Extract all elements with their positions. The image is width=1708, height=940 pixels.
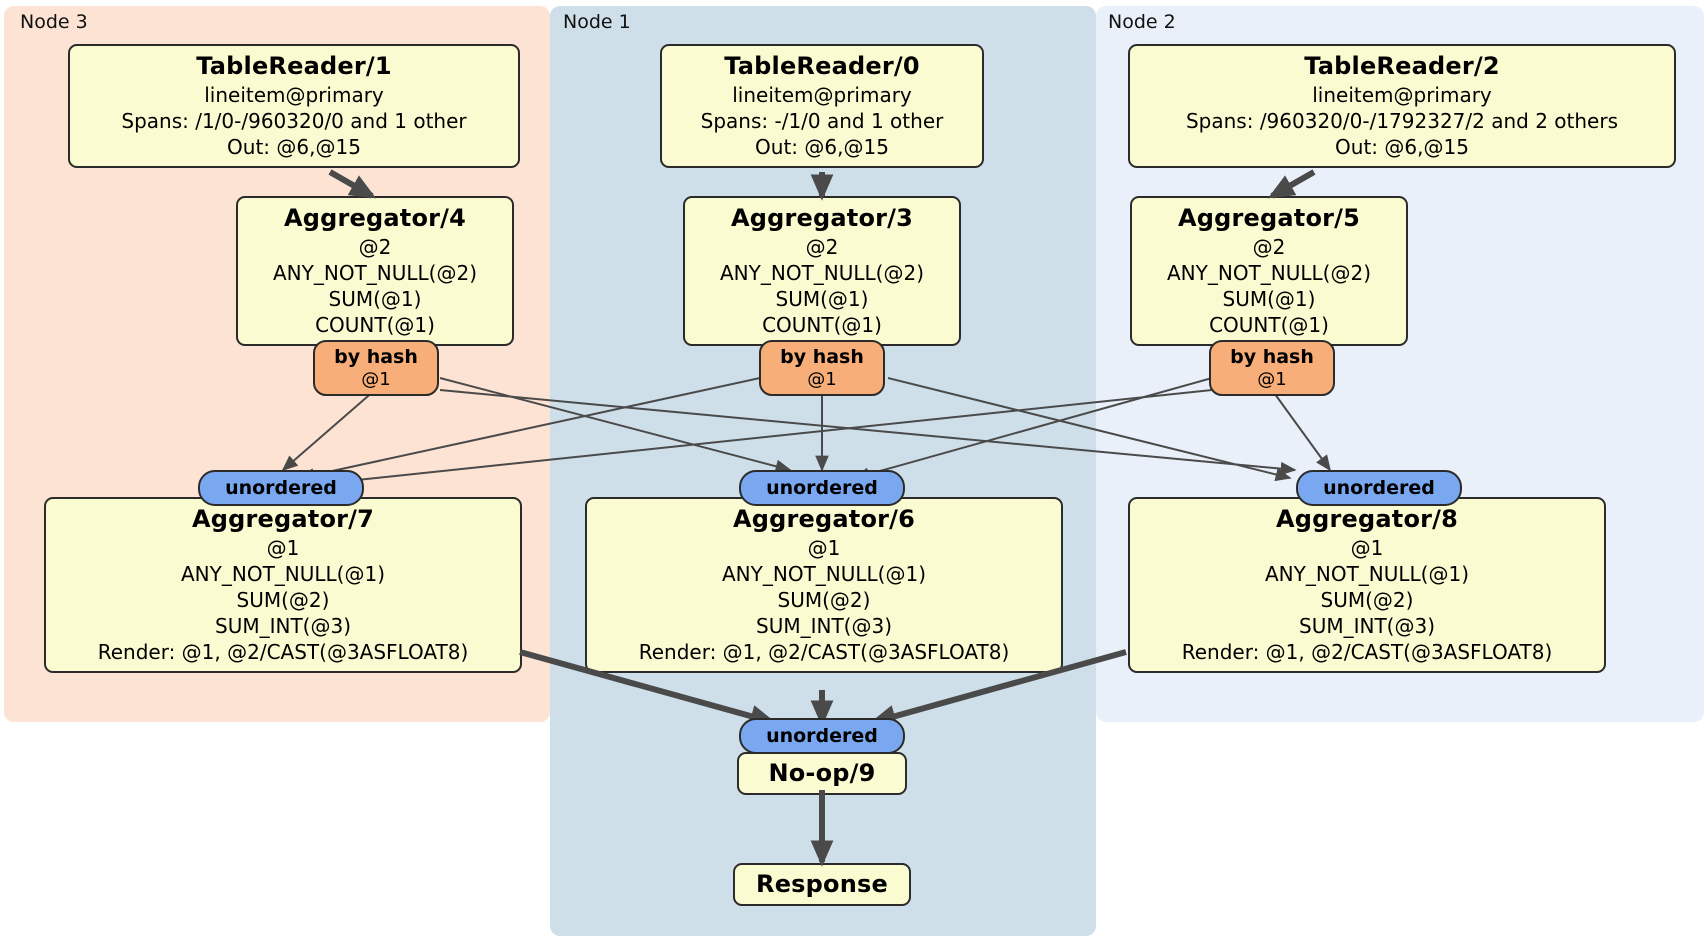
processor-line: @2 <box>358 235 392 259</box>
processor-line: @2 <box>1252 235 1286 259</box>
router-column-label: @1 <box>1257 369 1287 390</box>
processor-line: Render: @1, @2/CAST(@3ASFLOAT8) <box>638 640 1010 664</box>
stream-kind-label: unordered <box>766 476 878 499</box>
processor-title: No-op/9 <box>768 759 876 787</box>
processor-aggregator-5[interactable]: Aggregator/5 @2 ANY_NOT_NULL(@2) SUM(@1)… <box>1130 196 1408 346</box>
router-kind-label: by hash <box>334 346 418 368</box>
processor-line: ANY_NOT_NULL(@1) <box>1265 562 1469 586</box>
processor-table-reader-0[interactable]: TableReader/0 lineitem@primary Spans: -/… <box>660 44 984 168</box>
processor-line: SUM(@2) <box>777 588 871 612</box>
processor-line: Out: @6,@15 <box>227 135 361 159</box>
processor-line: SUM_INT(@3) <box>1299 614 1435 638</box>
processor-line: @1 <box>807 536 841 560</box>
processor-title: Aggregator/7 <box>191 505 375 533</box>
processor-aggregator-8[interactable]: Aggregator/8 @1 ANY_NOT_NULL(@1) SUM(@2)… <box>1128 497 1606 673</box>
processor-response[interactable]: Response <box>733 863 911 906</box>
processor-line: SUM(@1) <box>1222 287 1316 311</box>
processor-line: @2 <box>805 235 839 259</box>
router-kind-label: by hash <box>780 346 864 368</box>
stream-kind-label: unordered <box>225 476 337 499</box>
processor-no-op-9[interactable]: No-op/9 <box>737 752 907 795</box>
processor-line: lineitem@primary <box>204 83 384 107</box>
processor-line: COUNT(@1) <box>315 313 435 337</box>
stream-unordered-left[interactable]: unordered <box>198 470 364 506</box>
processor-title: Aggregator/3 <box>730 204 914 232</box>
stream-unordered-final[interactable]: unordered <box>739 718 905 754</box>
processor-table-reader-2[interactable]: TableReader/2 lineitem@primary Spans: /9… <box>1128 44 1676 168</box>
processor-line: Render: @1, @2/CAST(@3ASFLOAT8) <box>1181 640 1553 664</box>
processor-title: Aggregator/8 <box>1275 505 1459 533</box>
processor-line: Spans: /960320/0-/1792327/2 and 2 others <box>1185 109 1618 133</box>
processor-table-reader-1[interactable]: TableReader/1 lineitem@primary Spans: /1… <box>68 44 520 168</box>
region-label-node-2: Node 2 <box>1108 11 1176 33</box>
processor-title: TableReader/0 <box>724 52 920 80</box>
stream-kind-label: unordered <box>766 724 878 747</box>
stream-unordered-right[interactable]: unordered <box>1296 470 1462 506</box>
processor-line: SUM(@2) <box>1320 588 1414 612</box>
region-label-node-1: Node 1 <box>563 11 631 33</box>
processor-line: ANY_NOT_NULL(@2) <box>1167 261 1371 285</box>
processor-title: Aggregator/6 <box>732 505 916 533</box>
stream-kind-label: unordered <box>1323 476 1435 499</box>
processor-line: COUNT(@1) <box>1209 313 1329 337</box>
router-column-label: @1 <box>361 369 391 390</box>
processor-line: Spans: /1/0-/960320/0 and 1 other <box>121 109 467 133</box>
processor-line: ANY_NOT_NULL(@2) <box>720 261 924 285</box>
processor-aggregator-4[interactable]: Aggregator/4 @2 ANY_NOT_NULL(@2) SUM(@1)… <box>236 196 514 346</box>
processor-line: @1 <box>266 536 300 560</box>
stream-unordered-mid[interactable]: unordered <box>739 470 905 506</box>
router-by-hash-mid[interactable]: by hash @1 <box>759 340 885 396</box>
processor-line: ANY_NOT_NULL(@1) <box>722 562 926 586</box>
processor-title: Aggregator/5 <box>1177 204 1361 232</box>
processor-title: Aggregator/4 <box>283 204 467 232</box>
processor-line: SUM_INT(@3) <box>215 614 351 638</box>
router-column-label: @1 <box>807 369 837 390</box>
processor-line: SUM(@1) <box>775 287 869 311</box>
processor-aggregator-6[interactable]: Aggregator/6 @1 ANY_NOT_NULL(@1) SUM(@2)… <box>585 497 1063 673</box>
processor-line: ANY_NOT_NULL(@1) <box>181 562 385 586</box>
processor-line: SUM_INT(@3) <box>756 614 892 638</box>
processor-line: SUM(@1) <box>328 287 422 311</box>
processor-line: Out: @6,@15 <box>755 135 889 159</box>
router-by-hash-right[interactable]: by hash @1 <box>1209 340 1335 396</box>
processor-line: COUNT(@1) <box>762 313 882 337</box>
processor-line: SUM(@2) <box>236 588 330 612</box>
processor-line: Out: @6,@15 <box>1335 135 1469 159</box>
processor-line: Render: @1, @2/CAST(@3ASFLOAT8) <box>97 640 469 664</box>
processor-line: ANY_NOT_NULL(@2) <box>273 261 477 285</box>
processor-line: lineitem@primary <box>732 83 912 107</box>
router-by-hash-left[interactable]: by hash @1 <box>313 340 439 396</box>
processor-line: @1 <box>1350 536 1384 560</box>
processor-title: Response <box>756 870 888 898</box>
processor-title: TableReader/2 <box>1304 52 1500 80</box>
processor-line: lineitem@primary <box>1312 83 1492 107</box>
router-kind-label: by hash <box>1230 346 1314 368</box>
processor-aggregator-3[interactable]: Aggregator/3 @2 ANY_NOT_NULL(@2) SUM(@1)… <box>683 196 961 346</box>
processor-title: TableReader/1 <box>196 52 392 80</box>
processor-aggregator-7[interactable]: Aggregator/7 @1 ANY_NOT_NULL(@1) SUM(@2)… <box>44 497 522 673</box>
processor-line: Spans: -/1/0 and 1 other <box>700 109 944 133</box>
region-label-node-3: Node 3 <box>20 11 88 33</box>
